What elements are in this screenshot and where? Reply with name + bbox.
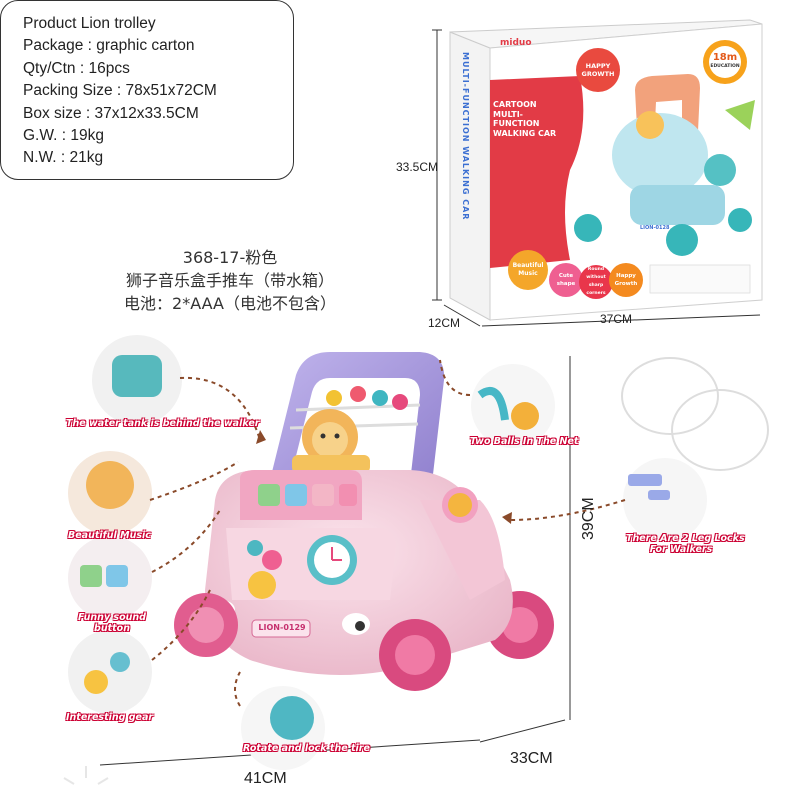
callout-sound-line: Funny sound	[78, 612, 146, 623]
box-title-line: MULTI-	[493, 109, 523, 119]
happy-play-arrow	[725, 100, 755, 130]
box-title: CARTOON MULTI- FUNCTION WALKING CAR	[493, 100, 556, 138]
walker-height-label: 39CM	[580, 497, 597, 540]
feature-badge	[508, 250, 548, 290]
box-wheel	[574, 214, 602, 242]
walker-width-label: 41CM	[244, 770, 287, 787]
box-badge-growth: Happy Growth	[614, 273, 638, 287]
callout-sound-line: button	[94, 623, 130, 634]
happy-growth-badge	[576, 48, 620, 92]
spec-line: Packing Size : 78x51x72CM	[23, 82, 217, 100]
toy-gear	[248, 571, 276, 599]
box-title-panel	[490, 76, 584, 268]
box-brand-logo: miduo	[500, 38, 532, 48]
ball-net	[448, 493, 472, 517]
spec-box: Product Lion trolley Package : graphic c…	[0, 0, 294, 180]
spec-line: Qty/Ctn : 16pcs	[23, 59, 130, 77]
box-title-line: CARTOON	[493, 100, 537, 109]
product-code: 368-17-粉色	[182, 248, 278, 267]
lion-keyboard	[292, 455, 370, 473]
spec-line: Product Lion trolley	[23, 15, 156, 32]
age-text: 18m	[712, 52, 738, 63]
walker-plate-text: LION-0129	[258, 623, 306, 632]
box-title-line: FUNCTION	[493, 119, 540, 128]
happy-growth-text: HAPPY GROWTH	[581, 62, 615, 78]
balls-thumb	[471, 364, 555, 448]
callout-leg-locks-line: For Walkers	[649, 544, 713, 555]
spec-line: N.W. : 21kg	[23, 149, 104, 167]
callout-tire: Rotate and lock the tire	[243, 743, 370, 754]
gift-box-illustration	[432, 19, 763, 327]
box-height-label: 33.5CM	[396, 160, 439, 174]
animal-button	[258, 484, 280, 506]
callout-water-tank: The water tank is behind the walker	[66, 418, 260, 429]
battery-info: 电池：2*AAA（电池不包含）	[124, 294, 336, 313]
box-title-line: WALKING CAR	[493, 128, 557, 138]
box-side-text: MULTI-FUNCTION WALKING CAR	[461, 52, 470, 221]
callout-music: Beautiful Music	[68, 530, 151, 541]
callout-arrows	[149, 359, 626, 707]
box-depth-label: 12CM	[428, 316, 461, 330]
spec-line: G.W. : 19kg	[23, 127, 104, 145]
box-badge-music: Beautiful Music	[512, 262, 544, 277]
callout-leg-locks-line: There Are 2 Leg Locks	[626, 533, 745, 544]
spec-line: Box size : 37x12x33.5CM	[23, 104, 199, 122]
callout-sound: Funny sound button	[72, 612, 152, 634]
callout-gear: Interesting gear	[66, 712, 154, 723]
walker-depth-label: 33CM	[510, 750, 553, 767]
sparkle-decoration	[63, 766, 109, 785]
box-badge-cute: Cute shape	[556, 273, 576, 287]
gear-thumb	[68, 630, 152, 714]
abacus-bead	[326, 390, 342, 406]
callout-leg-locks: There Are 2 Leg Locks For Walkers	[626, 533, 745, 555]
product-name-cn: 狮子音乐盒手推车（带水箱）	[125, 271, 334, 290]
box-depth-line	[443, 304, 481, 327]
age-sub-text: EDUCATION	[710, 64, 740, 69]
box-width-label: 37CM	[600, 312, 633, 326]
front-plate	[251, 619, 311, 638]
box-badge-round: Round without sharp corners	[586, 267, 606, 296]
balloon-outline	[621, 357, 719, 435]
box-width-line	[481, 314, 761, 327]
walker-depth-line	[479, 719, 566, 743]
box-plate: LION-0128	[640, 225, 670, 231]
spec-line: Package : graphic carton	[23, 37, 195, 55]
arrow-heads	[256, 430, 512, 524]
callout-balls: Two Balls In The Net	[470, 436, 579, 447]
box-walker-body	[612, 113, 708, 197]
